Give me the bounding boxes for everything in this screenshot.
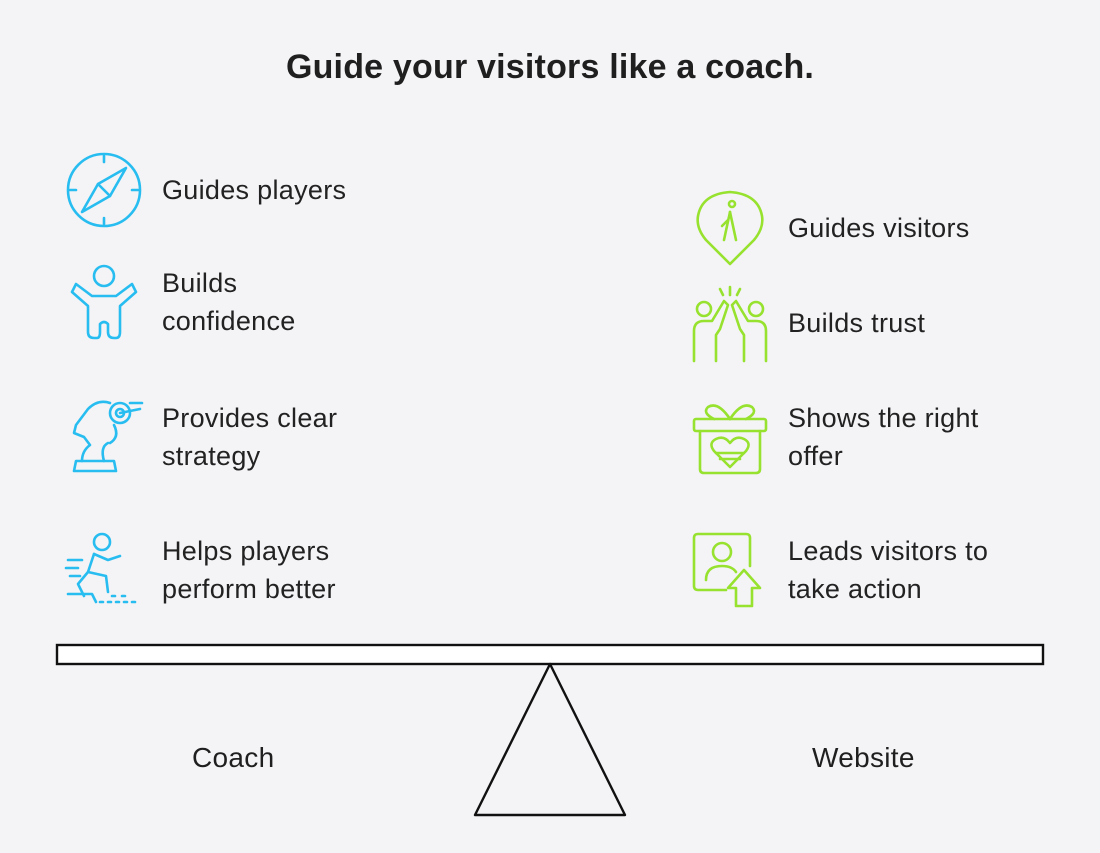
website-item-label: Leads visitors to take action — [788, 536, 989, 604]
coach-item-label: Guides players — [162, 175, 347, 205]
coach-item-strategy: Provides clear strategy — [64, 397, 337, 477]
location-pin-walker-icon — [690, 188, 770, 268]
coach-item-builds-confidence: Builds confidence — [64, 262, 296, 342]
website-item-label: Shows the right offer — [788, 403, 979, 471]
coach-item-label: Helps players perform better — [162, 536, 336, 604]
website-item-guides-visitors: Guides visitors — [690, 188, 970, 268]
user-arrow-up-icon — [690, 530, 770, 610]
website-item-right-offer: Shows the right offer — [690, 397, 979, 477]
website-item-builds-trust: Builds trust — [690, 283, 925, 363]
website-item-take-action: Leads visitors to take action — [690, 530, 988, 610]
high-five-icon — [690, 283, 770, 363]
website-item-label: Builds trust — [788, 308, 926, 338]
gift-heart-icon — [690, 397, 770, 477]
page-title: Guide your visitors like a coach. — [285, 48, 815, 86]
seesaw-fulcrum — [473, 662, 627, 817]
website-item-label: Guides visitors — [788, 213, 970, 243]
coach-item-label: Builds confidence — [162, 268, 296, 336]
coach-item-guides-players: Guides players — [64, 150, 346, 230]
running-athlete-icon — [64, 530, 144, 610]
chess-knight-target-icon — [64, 397, 144, 477]
website-label: Website — [812, 742, 915, 773]
coach-item-label: Provides clear strategy — [162, 403, 338, 471]
coach-item-perform-better: Helps players perform better — [64, 530, 336, 610]
child-arms-up-icon — [64, 262, 144, 342]
compass-icon — [64, 150, 144, 230]
coach-label: Coach — [192, 742, 275, 773]
seesaw-plank — [55, 643, 1045, 666]
